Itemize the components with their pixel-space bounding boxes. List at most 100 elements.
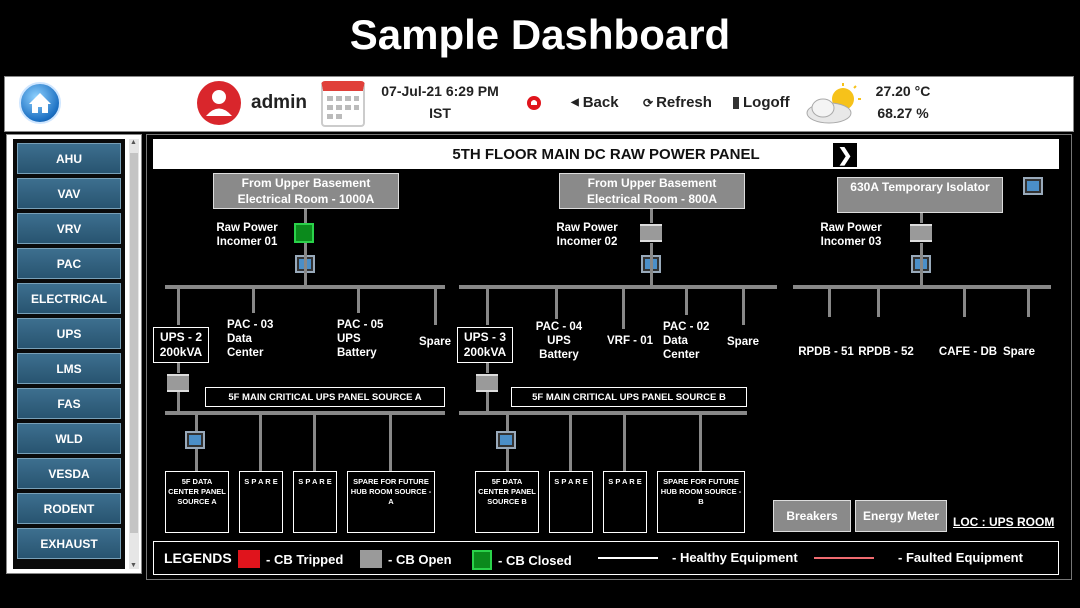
user-name: admin [251, 92, 307, 113]
sidebar-item-pac[interactable]: PAC [17, 248, 121, 279]
feeder-label: PAC - 04 UPS Battery [535, 321, 583, 361]
breaker-closed-icon[interactable] [294, 223, 314, 243]
sidebar-item-ups[interactable]: UPS [17, 318, 121, 349]
line [569, 415, 572, 471]
humidity-value: 68.27 % [877, 105, 929, 121]
breaker-open-icon[interactable] [910, 224, 932, 242]
incomer-label-2: Raw Power Incomer 02 [556, 222, 618, 248]
line [963, 289, 966, 317]
sidebar-item-fas[interactable]: FAS [17, 388, 121, 419]
line [252, 289, 255, 313]
panel-title: 5TH FLOOR MAIN DC RAW POWER PANEL [452, 145, 760, 163]
line [650, 209, 653, 223]
sidebar-item-vrv[interactable]: VRV [17, 213, 121, 244]
sidebar-item-wld[interactable]: WLD [17, 423, 121, 454]
legend-item-open: - CB Open [360, 550, 452, 568]
ups-panel-b[interactable]: 5F MAIN CRITICAL UPS PANEL SOURCE B [511, 387, 747, 407]
dist-panel[interactable]: SPARE FOR FUTURE HUB ROOM SOURCE - B [657, 471, 745, 533]
breakers-button[interactable]: Breakers [773, 500, 851, 532]
legend-closed-label: - CB Closed [498, 552, 572, 568]
legend-item-healthy: - Healthy Equipment [598, 550, 798, 565]
legend-faulted-label: - Faulted Equipment [898, 550, 1023, 565]
feeder-label: Spare [1003, 346, 1035, 358]
feeder-label: PAC - 05 UPS Battery [337, 319, 384, 359]
legend-open-label: - CB Open [388, 551, 452, 567]
line [177, 289, 180, 325]
ups-busbar-b [459, 411, 747, 415]
refresh-button[interactable]: ⟳ Refresh [643, 94, 712, 111]
energy-meter-icon[interactable] [185, 431, 205, 449]
incomer-label-1: Raw Power Incomer 01 [216, 222, 278, 248]
ups-panel-a[interactable]: 5F MAIN CRITICAL UPS PANEL SOURCE A [205, 387, 445, 407]
line [259, 415, 262, 471]
sidebar-item-vesda[interactable]: VESDA [17, 458, 121, 489]
sidebar-scrollbar[interactable]: ▲ ▼ [129, 139, 139, 569]
legend-item-closed: - CB Closed [472, 550, 572, 570]
energy-meter-icon[interactable] [496, 431, 516, 449]
scroll-down-icon[interactable]: ▼ [130, 562, 137, 569]
sidebar: AHU VAV VRV PAC ELECTRICAL UPS LMS FAS WLD VESDA R… [6, 134, 142, 574]
back-label: Back [582, 94, 619, 111]
line [920, 213, 923, 223]
dist-panel[interactable]: S P A R E [549, 471, 593, 533]
line [389, 415, 392, 471]
sidebar-item-vav[interactable]: VAV [17, 178, 121, 209]
source-box-3[interactable]: 630A Temporary Isolator [837, 177, 1003, 213]
line [623, 415, 626, 471]
logoff-button[interactable]: Logoff [733, 94, 790, 111]
refresh-icon: ⟳ [643, 95, 654, 110]
feeder-label: PAC - 03 Data Center [227, 319, 274, 359]
faulted-line-swatch [814, 556, 874, 559]
breaker-closed-swatch [472, 550, 492, 570]
incomer-label-3: Raw Power Incomer 03 [820, 222, 882, 248]
dist-panel[interactable]: S P A R E [293, 471, 337, 533]
legend-tripped-label: - CB Tripped [266, 551, 344, 567]
location-label: LOC : UPS ROOM [953, 515, 1055, 529]
sidebar-item-ahu[interactable]: AHU [17, 143, 121, 174]
line [486, 392, 489, 412]
dist-panel[interactable]: 5F DATA CENTER PANEL SOURCE A [165, 471, 229, 533]
breaker-open-icon[interactable] [476, 374, 498, 392]
scroll-up-icon[interactable]: ▲ [130, 139, 137, 146]
line [920, 243, 923, 287]
sidebar-item-exhaust[interactable]: EXHAUST [17, 528, 121, 559]
sidebar-menu: AHU VAV VRV PAC ELECTRICAL UPS LMS FAS WLD VESDA R… [13, 139, 125, 569]
ups-box-b[interactable]: UPS - 3 200kVA [457, 327, 513, 363]
sidebar-item-rodent[interactable]: RODENT [17, 493, 121, 524]
source-box-1[interactable]: From Upper Basement Electrical Room - 10… [213, 173, 399, 209]
scroll-thumb[interactable] [130, 153, 138, 533]
dist-panel[interactable]: S P A R E [239, 471, 283, 533]
dist-panel[interactable]: 5F DATA CENTER PANEL SOURCE B [475, 471, 539, 533]
panel-title-bar: 5TH FLOOR MAIN DC RAW POWER PANEL ❯ [153, 139, 1059, 169]
breaker-open-icon[interactable] [167, 374, 189, 392]
line [357, 289, 360, 313]
sidebar-item-lms[interactable]: LMS [17, 353, 121, 384]
line [622, 289, 625, 329]
legend-item-tripped: - CB Tripped [238, 550, 343, 568]
ups-busbar-a [165, 411, 445, 415]
dist-panel[interactable]: S P A R E [603, 471, 647, 533]
line [486, 363, 489, 373]
busbar-3 [793, 285, 1051, 289]
header-bar: admin 07-Jul-21 6:29 PM IST ◀ Back ⟳ Ref… [4, 76, 1074, 132]
feeder-label: PAC - 02 Data Center [663, 321, 710, 361]
energy-meter-button[interactable]: Energy Meter [855, 500, 947, 532]
breaker-open-swatch [360, 550, 382, 568]
sidebar-item-electrical[interactable]: ELECTRICAL [17, 283, 121, 314]
line [313, 415, 316, 471]
breaker-open-icon[interactable] [640, 224, 662, 242]
alarm-bell-icon[interactable] [527, 95, 541, 111]
line [304, 209, 307, 223]
back-button[interactable]: ◀ Back [571, 94, 619, 111]
ups-box-a[interactable]: UPS - 2 200kVA [153, 327, 209, 363]
dist-panel[interactable]: SPARE FOR FUTURE HUB ROOM SOURCE - A [347, 471, 435, 533]
door-icon [733, 96, 739, 109]
feeder-label: RPDB - 51 [798, 346, 854, 358]
energy-meter-icon[interactable] [1023, 177, 1043, 195]
home-icon[interactable] [19, 82, 61, 124]
chevron-left-icon: ◀ [571, 97, 579, 108]
next-arrow-icon[interactable]: ❯ [833, 143, 857, 167]
busbar-2 [459, 285, 777, 289]
source-box-2[interactable]: From Upper Basement Electrical Room - 80… [559, 173, 745, 209]
busbar-1 [165, 285, 445, 289]
